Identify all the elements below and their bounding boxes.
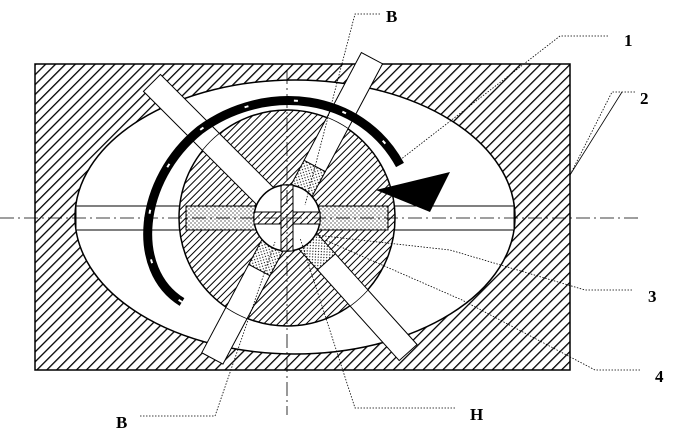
label-b-top: B	[386, 7, 397, 26]
label-b-bottom: B	[116, 413, 127, 432]
label-part-4: 4	[655, 367, 664, 386]
label-h: H	[470, 405, 483, 424]
label-part-1: 1	[624, 31, 633, 50]
label-part-2: 2	[640, 89, 649, 108]
leader-lines	[140, 13, 640, 417]
curved-arrow-icon	[143, 96, 450, 306]
label-part-3: 3	[648, 287, 657, 306]
